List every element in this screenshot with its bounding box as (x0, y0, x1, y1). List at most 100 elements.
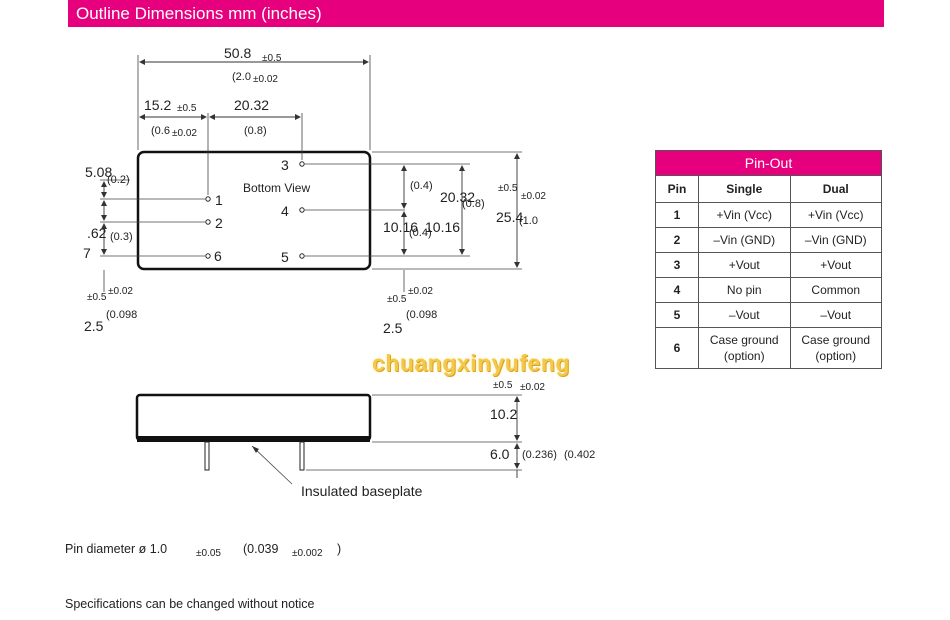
pin-number: 3 (655, 252, 699, 278)
single-cell-line-1: Case ground (709, 333, 779, 347)
pin-1-label: 1 (215, 192, 223, 208)
dim-pitch: .62 (87, 225, 107, 241)
dual-cell: +Vout (789, 252, 882, 278)
side-tol-in: ±0.02 (520, 382, 545, 393)
single-cell: +Vin (Vcc) (698, 202, 791, 228)
dual-cell: Case ground (option) (789, 327, 882, 369)
dual-cell-line-2: (option) (815, 349, 857, 363)
table-row: 3 +Vout +Vout (655, 252, 882, 278)
pin-5-dot (299, 253, 305, 259)
side-height-102: 10.2 (490, 406, 517, 422)
col-header-pin: Pin (655, 175, 699, 203)
pin-1-dot (205, 196, 211, 202)
col-header-single: Single (698, 175, 791, 203)
dim-height-254: 25.4 (496, 209, 523, 225)
pin-2-dot (205, 219, 211, 225)
left-val-in: (0.098 (106, 309, 137, 321)
pin-3-label: 3 (281, 157, 289, 173)
dim-width: 50.8 (224, 45, 251, 61)
dim-pin-offset-in: (0.6 (151, 125, 170, 137)
pin-number: 1 (655, 202, 699, 228)
dim-04-a: (0.4) (410, 180, 433, 192)
side-height-60-in: (0.236) (522, 449, 557, 461)
section-title: Outline Dimensions mm (inches) (76, 4, 322, 23)
pin-number: 5 (655, 302, 699, 328)
pin-4-label: 4 (281, 203, 289, 219)
dim-height-10: (1.0 (519, 215, 538, 227)
side-height-60: 6.0 (490, 446, 510, 462)
side-height-102-in: (0.402 (564, 449, 595, 461)
pin-number: 2 (655, 227, 699, 253)
left-val: 2.5 (84, 318, 104, 334)
single-cell: –Vin (GND) (698, 227, 791, 253)
dual-cell-line-1: Case ground (801, 333, 871, 347)
dim-width-in: (2.0 (232, 71, 251, 83)
single-cell: –Vout (698, 302, 791, 328)
pinout-title: Pin-Out (655, 150, 882, 176)
table-row: 6 Case ground (option) Case ground (option… (655, 327, 882, 369)
pin-2-label: 2 (215, 215, 223, 231)
watermark: chuangxinyufeng (372, 350, 570, 376)
mid-tol: ±0.5 (387, 294, 407, 305)
pin-diameter-in-tol: ±0.002 (292, 548, 323, 559)
pin-6-label: 6 (214, 248, 222, 264)
dim-width-in-tol: ±0.02 (253, 74, 278, 85)
pin-diameter-in: (0.039 (243, 542, 278, 556)
pin-diameter-close: ) (337, 542, 341, 556)
table-row: 1 +Vin (Vcc) +Vin (Vcc) (655, 202, 882, 228)
dual-cell: +Vin (Vcc) (789, 202, 882, 228)
single-cell: No pin (698, 277, 791, 303)
dim-pitch-in: (0.3) (110, 231, 133, 243)
pin-number: 4 (655, 277, 699, 303)
single-cell-line-2: (option) (723, 349, 765, 363)
pin-5-label: 5 (281, 249, 289, 265)
dim-height-tol-in: ±0.02 (521, 191, 546, 202)
dim-height-2032: 20.32 (440, 189, 475, 205)
dim-pin-offset-in-tol: ±0.02 (172, 128, 197, 139)
pin-6-dot (205, 253, 211, 259)
pinout-table: Pin-Out Pin Single Dual 1 +Vin (Vcc) +Vi… (655, 150, 882, 369)
dim-1016-b: 10.16 (425, 219, 460, 235)
bottom-view-label: Bottom View (243, 181, 310, 195)
pin-4-dot (299, 207, 305, 213)
side-tol: ±0.5 (493, 380, 513, 391)
dim-top-offset: 5.08 (85, 164, 112, 180)
pin-3-dot (299, 161, 305, 167)
dim-04-b: (0.4) (409, 227, 432, 239)
dim-width-tol: ±0.5 (262, 53, 282, 64)
mid-tol-in: ±0.02 (408, 286, 433, 297)
mid-val-in: (0.098 (406, 309, 437, 321)
dim-pin-span-in: (0.8) (244, 125, 267, 137)
baseplate-label: Insulated baseplate (301, 483, 423, 499)
dim-pin-offset-tol: ±0.5 (177, 103, 197, 114)
pin-diameter-tol: ±0.05 (196, 548, 221, 559)
baseplate (137, 436, 370, 442)
spec-notice: Specifications can be changed without no… (65, 597, 315, 611)
single-cell: Case ground (option) (698, 327, 791, 369)
side-pin-right (299, 441, 305, 471)
single-cell: +Vout (698, 252, 791, 278)
side-pin-left (204, 441, 210, 471)
table-row: 5 –Vout –Vout (655, 302, 882, 328)
module-top-view-outline (136, 150, 372, 271)
left-tol-in: ±0.02 (108, 286, 133, 297)
pin-number: 6 (655, 327, 699, 369)
mid-val: 2.5 (383, 320, 403, 336)
module-side-view-outline (135, 393, 372, 442)
dim-height-08: (0.8) (462, 198, 485, 210)
dim-1016-a: 10.16 (383, 219, 418, 235)
section-header: Outline Dimensions mm (inches) (68, 0, 884, 27)
pin-diameter-label: Pin diameter ø 1.0 (65, 542, 167, 556)
dim-height-tol: ±0.5 (498, 183, 518, 194)
dual-cell: –Vin (GND) (789, 227, 882, 253)
dual-cell: –Vout (789, 302, 882, 328)
table-row: 4 No pin Common (655, 277, 882, 303)
col-header-dual: Dual (789, 175, 882, 203)
dual-cell: Common (789, 277, 882, 303)
dim-pin-offset: 15.2 (144, 97, 171, 113)
dim-pitch-b: 7 (83, 245, 91, 261)
left-tol: ±0.5 (87, 292, 107, 303)
dim-top-offset-in: (0.2) (107, 174, 130, 186)
dim-pin-span: 20.32 (234, 97, 269, 113)
